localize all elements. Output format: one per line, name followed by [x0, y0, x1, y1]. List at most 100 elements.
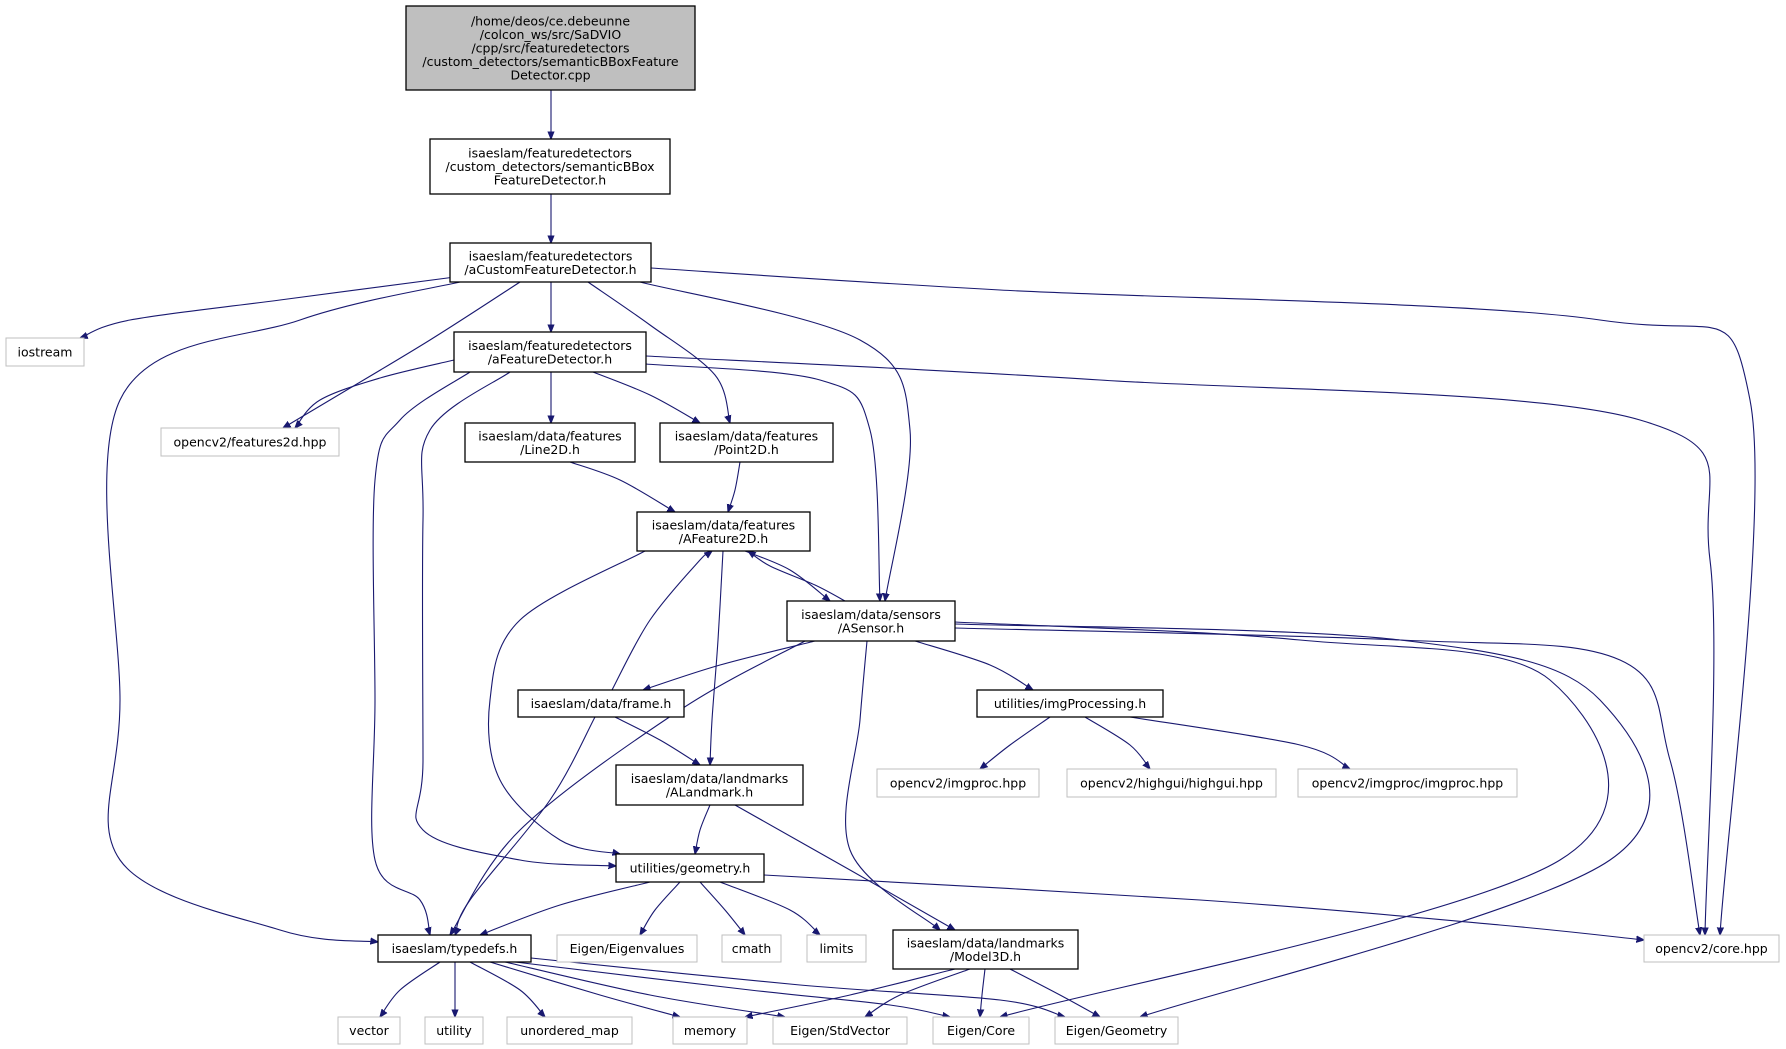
edge-aFeatureDetector_h-to-core_hpp: [645, 355, 1715, 935]
edge-aFeatureDetector_h-to-point2d_h: [592, 371, 700, 423]
edge-aFeatureDetector_h-to-asensor_h: [645, 363, 880, 601]
node-box-imgproc_imgproc_hpp: [1297, 768, 1518, 798]
node-box-line2d_h: [464, 422, 636, 463]
node-label-aFeatureDetector_h-line-1: /aFeatureDetector.h: [488, 351, 612, 366]
edge-aFeatureDetector_h-to-geometry_h: [415, 371, 616, 866]
node-geometry_h[interactable]: utilities/geometry.h: [615, 853, 765, 883]
node-core_hpp: opencv2/core.hpp: [1643, 934, 1780, 963]
edge-afeature2d_h-to-alandmark_h: [710, 550, 724, 765]
node-box-iostream: [5, 337, 85, 367]
node-label-features2d-line-0: opencv2/features2d.hpp: [174, 435, 327, 450]
node-label-imgproc_imgproc_hpp-line-0: opencv2/imgproc/imgproc.hpp: [1312, 776, 1503, 791]
node-alandmark_h[interactable]: isaeslam/data/landmarks/ALandmark.h: [615, 764, 804, 806]
node-label-asensor_h-line-0: isaeslam/data/sensors: [801, 607, 941, 622]
edge-asensor_h-to-eigen_geometry: [954, 623, 1651, 1017]
edge-point2d_h-to-afeature2d_h: [728, 461, 741, 512]
node-label-core_hpp-line-0: opencv2/core.hpp: [1655, 941, 1768, 956]
node-eigenvalues: Eigen/Eigenvalues: [556, 934, 698, 963]
node-label-iostream-line-0: iostream: [18, 345, 73, 360]
node-box-model3d_h: [892, 929, 1079, 970]
node-aFeatureDetector_h[interactable]: isaeslam/featuredetectors/aFeatureDetect…: [453, 331, 647, 373]
node-unordered_map: unordered_map: [506, 1016, 633, 1045]
edge-model3d_h-to-eigen_stdvector: [865, 968, 971, 1017]
node-semanticBBox_h[interactable]: isaeslam/featuredetectors/custom_detecto…: [429, 138, 671, 195]
node-iostream: iostream: [5, 337, 85, 367]
node-label-model3d_h-line-1: /Model3D.h: [950, 949, 1021, 964]
node-root[interactable]: /home/deos/ce.debeunne/colcon_ws/src/SaD…: [405, 5, 696, 91]
node-label-aCustom_h-line-1: /aCustomFeatureDetector.h: [464, 262, 636, 277]
node-highgui_hpp: opencv2/highgui/highgui.hpp: [1066, 768, 1277, 798]
node-label-memory-line-0: memory: [684, 1023, 737, 1038]
node-box-memory: [672, 1016, 748, 1045]
node-label-asensor_h-line-1: /ASensor.h: [838, 620, 904, 635]
edge-asensor_h-to-imgProcessing_h: [914, 640, 1033, 690]
edge-alandmark_h-to-model3d_h: [734, 804, 955, 930]
edge-model3d_h-to-eigen_core: [980, 968, 986, 1017]
node-box-frame_h: [517, 689, 685, 718]
node-box-afeature2d_h: [636, 511, 811, 552]
node-label-semanticBBox_h-line-2: FeatureDetector.h: [494, 173, 606, 188]
node-line2d_h[interactable]: isaeslam/data/features/Line2D.h: [464, 422, 636, 463]
edge-frame_h-to-alandmark_h: [614, 716, 700, 765]
node-label-root-line-0: /home/deos/ce.debeunne: [471, 14, 630, 29]
node-label-utility-line-0: utility: [436, 1023, 472, 1038]
node-box-eigen_geometry: [1054, 1016, 1179, 1045]
edge-frame_h-to-afeature2d_h: [611, 551, 712, 691]
node-eigen_geometry: Eigen/Geometry: [1054, 1016, 1179, 1045]
node-box-limits: [806, 934, 867, 963]
node-label-root-line-2: /cpp/src/featuredetectors: [471, 41, 629, 56]
edge-asensor_h-to-frame_h: [643, 640, 816, 690]
node-label-semanticBBox_h-line-1: /custom_detectors/semanticBBox: [445, 159, 654, 174]
edge-imgProcessing_h-to-imgproc_imgproc_hpp: [1129, 716, 1350, 769]
edge-geometry_h-to-typedefs_h: [480, 881, 651, 935]
node-label-eigen_geometry-line-0: Eigen/Geometry: [1066, 1023, 1168, 1038]
node-box-core_hpp: [1643, 934, 1780, 963]
node-label-frame_h-line-0: isaeslam/data/frame.h: [531, 696, 672, 711]
node-label-cmath-line-0: cmath: [732, 941, 772, 956]
node-asensor_h[interactable]: isaeslam/data/sensors/ASensor.h: [786, 600, 956, 642]
edge-geometry_h-to-core_hpp: [763, 874, 1644, 940]
node-box-imgproc_hpp: [876, 768, 1040, 798]
node-aCustom_h[interactable]: isaeslam/featuredetectors/aCustomFeature…: [449, 242, 652, 283]
node-label-root-line-1: /colcon_ws/src/SaDVIO: [480, 27, 622, 42]
edges-layer: [80, 90, 1756, 1017]
edge-model3d_h-to-memory: [745, 968, 956, 1017]
node-box-eigen_stdvector: [772, 1016, 908, 1045]
edge-typedefs_h-to-eigen_core: [514, 961, 950, 1017]
node-memory: memory: [672, 1016, 748, 1045]
node-imgProcessing_h[interactable]: utilities/imgProcessing.h: [976, 689, 1164, 718]
node-model3d_h[interactable]: isaeslam/data/landmarks/Model3D.h: [892, 929, 1079, 970]
node-afeature2d_h[interactable]: isaeslam/data/features/AFeature2D.h: [636, 511, 811, 552]
node-label-point2d_h-line-1: /Point2D.h: [714, 442, 779, 457]
edge-geometry_h-to-eigenvalues: [640, 881, 681, 935]
edge-asensor_h-to-model3d_h: [845, 640, 940, 930]
node-box-vector: [337, 1016, 401, 1045]
edge-aCustom_h-to-point2d_h: [587, 281, 730, 423]
node-box-aCustom_h: [449, 242, 652, 283]
node-box-eigen_core: [932, 1016, 1030, 1045]
node-label-aFeatureDetector_h-line-0: isaeslam/featuredetectors: [468, 338, 632, 353]
node-frame_h[interactable]: isaeslam/data/frame.h: [517, 689, 685, 718]
node-box-unordered_map: [506, 1016, 633, 1045]
edge-geometry_h-to-cmath: [699, 881, 745, 935]
node-label-root-line-3: /custom_detectors/semanticBBoxFeature: [422, 54, 679, 69]
node-label-alandmark_h-line-0: isaeslam/data/landmarks: [631, 771, 788, 786]
edge-asensor_h-to-eigen_core: [954, 621, 1610, 1017]
edge-line2d_h-to-afeature2d_h: [569, 461, 675, 512]
node-label-afeature2d_h-line-1: /AFeature2D.h: [679, 531, 768, 546]
node-point2d_h[interactable]: isaeslam/data/features/Point2D.h: [659, 422, 834, 463]
node-typedefs_h[interactable]: isaeslam/typedefs.h: [377, 934, 532, 963]
nodes-layer: /home/deos/ce.debeunne/colcon_ws/src/SaD…: [5, 5, 1780, 1045]
node-imgproc_hpp: opencv2/imgproc.hpp: [876, 768, 1040, 798]
edge-typedefs_h-to-vector: [380, 961, 441, 1017]
edge-aCustom_h-to-iostream: [80, 276, 456, 338]
node-label-eigen_stdvector-line-0: Eigen/StdVector: [790, 1023, 891, 1038]
node-box-point2d_h: [659, 422, 834, 463]
node-box-features2d: [160, 427, 340, 457]
node-box-aFeatureDetector_h: [453, 331, 647, 373]
node-box-typedefs_h: [377, 934, 532, 963]
node-utility: utility: [424, 1016, 484, 1045]
edge-aCustom_h-to-asensor_h: [639, 281, 912, 601]
node-box-imgProcessing_h: [976, 689, 1164, 718]
